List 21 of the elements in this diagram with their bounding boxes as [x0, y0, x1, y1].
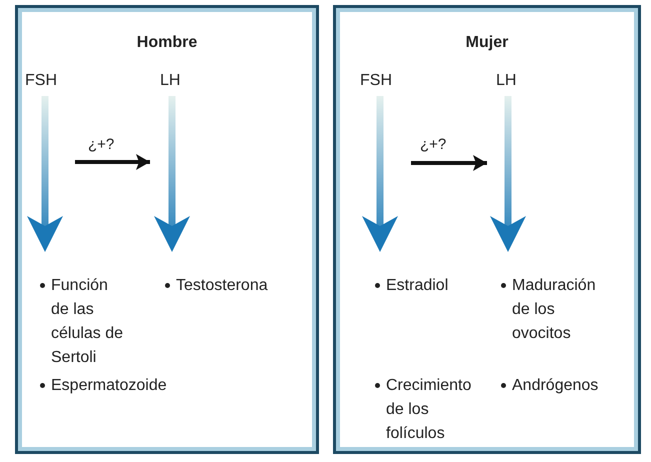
hormone-label: FSH	[360, 72, 400, 90]
arrow	[490, 96, 526, 252]
effect-text: Función de las células de Sertoli	[51, 276, 124, 368]
effect-label: ¿+?	[88, 136, 114, 153]
effect-text: Andrógenos	[512, 376, 600, 396]
panel-frame	[15, 5, 319, 454]
effect-text: Estradiol	[386, 276, 450, 296]
panel-heading: Mujer	[464, 34, 510, 52]
effect-text: Espermatozoide	[51, 376, 168, 396]
effect-text: Crecimiento de los folículos	[386, 376, 472, 444]
hormone-label: FSH	[25, 72, 65, 90]
panel-heading: Hombre	[136, 34, 198, 52]
hormone-label: LH	[496, 72, 520, 90]
hormone-label: LH	[160, 72, 184, 90]
effect-text: Maduración de los ovocitos	[512, 276, 597, 344]
effect-text: Testosterona	[176, 276, 269, 296]
effect-label: ¿+?	[420, 136, 446, 153]
arrow	[154, 96, 190, 252]
arrow	[362, 96, 398, 252]
arrow	[27, 96, 63, 252]
panel-frame	[333, 5, 641, 454]
